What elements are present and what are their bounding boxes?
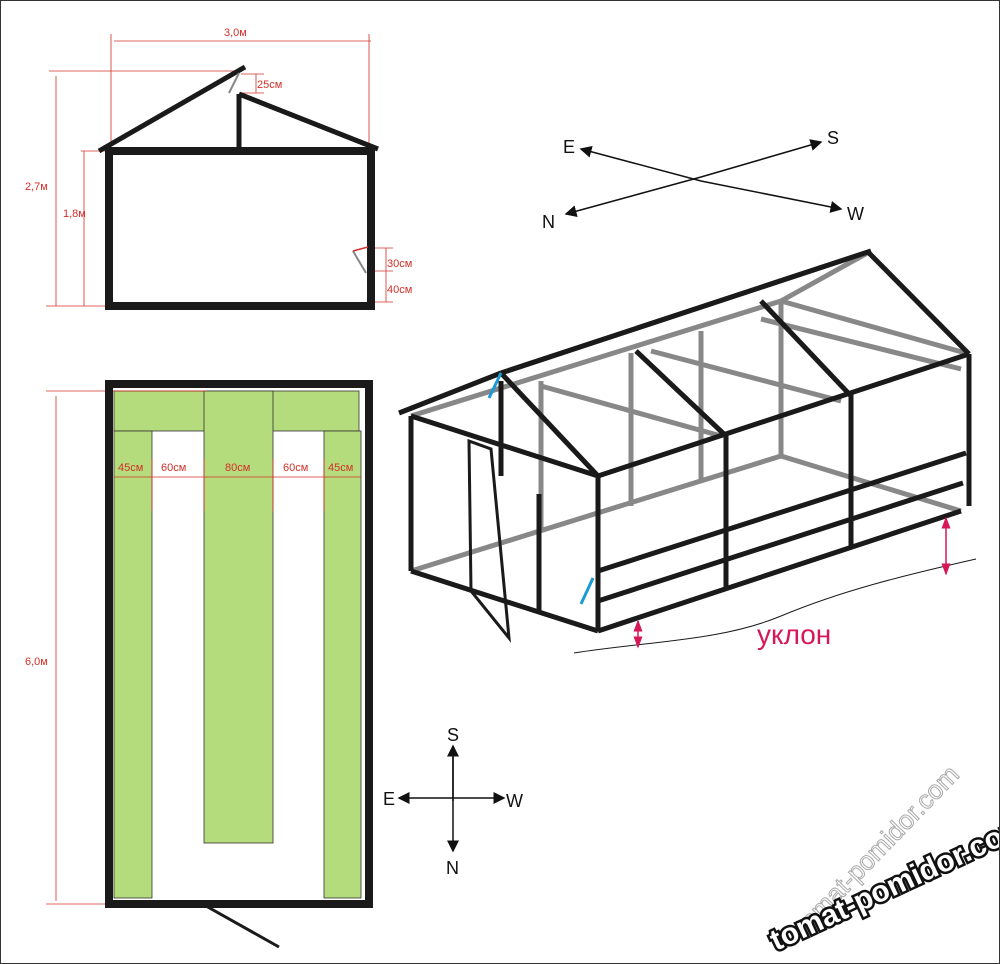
compass-west: W xyxy=(506,791,523,811)
compass-west: W xyxy=(847,204,864,224)
side-view: 3,0м 2,7м 1,8м 25см 30см 40см xyxy=(25,27,412,310)
greenhouse-perspective: уклон xyxy=(398,248,977,654)
side-vent-marker xyxy=(579,577,595,605)
compass-south: S xyxy=(827,128,839,148)
hidden-frame xyxy=(410,248,970,574)
compass-north: N xyxy=(542,212,555,232)
side-vent-label: 30см xyxy=(387,258,412,270)
roof-vent-label: 25см xyxy=(257,79,282,91)
compass-east: E xyxy=(563,137,575,157)
compass-east: E xyxy=(383,789,395,809)
side-roof xyxy=(97,64,379,154)
open-door xyxy=(467,438,511,643)
watermark: tomat-pomidor.com tomat-pomidor.com xyxy=(763,759,999,960)
compass-bottom xyxy=(397,744,506,853)
roof-vent xyxy=(228,72,240,94)
side-dimension-lines xyxy=(46,34,393,307)
bed-width-label: 80см xyxy=(225,462,250,474)
side-frame xyxy=(105,147,375,310)
visible-frame xyxy=(398,248,972,634)
plan-view: 45см 60см 80см 60см 45см 6,0м xyxy=(25,380,373,949)
plan-dimension-lines xyxy=(46,390,361,905)
side-vent-offset-label: 40см xyxy=(387,284,412,296)
compass-south: S xyxy=(447,725,459,745)
plan-door xyxy=(205,904,280,949)
width-label: 3,0м xyxy=(224,27,247,39)
path-width-label: 60см xyxy=(283,462,308,474)
wall-height-label: 1,8м xyxy=(63,208,86,220)
bed-width-label: 45см xyxy=(328,462,353,474)
compass-top xyxy=(564,139,843,218)
side-vent xyxy=(352,250,367,274)
plan-frame xyxy=(105,380,373,908)
length-label: 6,0м xyxy=(25,656,48,668)
ground-line xyxy=(573,558,977,654)
slope-arrows xyxy=(633,516,951,649)
bed-width-label: 45см xyxy=(118,462,143,474)
roof-vent-marker xyxy=(487,372,503,399)
slope-label: уклон xyxy=(757,619,831,650)
garden-beds xyxy=(113,390,362,899)
compass-north: N xyxy=(446,858,459,878)
total-height-label: 2,7м xyxy=(25,181,48,193)
path-width-label: 60см xyxy=(161,462,186,474)
